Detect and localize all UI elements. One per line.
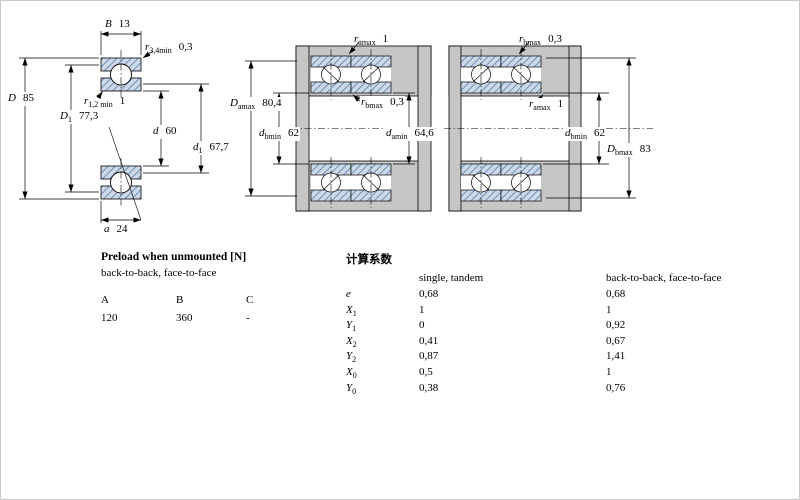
dimension-lines	[19, 31, 209, 223]
factor-value-paired: 1,41	[606, 350, 626, 363]
factor-value-single: 0	[419, 319, 425, 332]
factors-table-title: 计算系数	[346, 254, 392, 266]
factor-value-paired: 0,92	[606, 319, 626, 332]
bearing-rings	[100, 57, 142, 200]
factor-symbol: Y0	[346, 381, 357, 396]
preload-header: C	[246, 294, 254, 306]
factor-value-paired: 0,67	[606, 334, 626, 347]
factor-symbol: e	[346, 288, 351, 300]
factor-value-single: 0,5	[419, 365, 433, 378]
contact-angle-line	[108, 126, 142, 221]
factor-value-single: 0,38	[419, 381, 439, 394]
factor-symbol: Y1	[346, 319, 357, 334]
preload-value: 360	[176, 311, 193, 324]
factor-symbol: X0	[346, 365, 357, 381]
factor-symbol: X1	[346, 303, 357, 318]
mounted-pair-drawing-1	[245, 41, 436, 212]
factor-symbol: Y2	[346, 350, 357, 365]
calculation-factors-table: e 0,68 0,68 X1 1 1 Y1 0 0,92 X2 0,41 0,6…	[346, 288, 776, 397]
factor-value-single: 0,68	[419, 288, 439, 300]
factors-col-header-paired: back-to-back, face-to-face	[606, 272, 722, 284]
factor-value-single: 0,41	[419, 334, 439, 347]
single-bearing-cross-section-drawing	[19, 31, 209, 223]
factor-symbol: X2	[346, 334, 357, 349]
preload-value: -	[246, 311, 250, 324]
preload-table-title: Preload when unmounted [N]	[101, 251, 247, 263]
factors-col-header-single: single, tandem	[419, 272, 484, 284]
factor-value-paired: 1	[606, 303, 612, 316]
contact-angle-marks	[472, 66, 530, 191]
centerlines	[291, 49, 436, 208]
centerlines	[444, 49, 653, 208]
preload-header: B	[176, 294, 184, 306]
bearing-pair	[460, 55, 542, 202]
mounted-pair-drawing-2	[444, 41, 653, 212]
factor-value-paired: 1	[606, 365, 612, 378]
factor-value-paired: 0,76	[606, 381, 626, 394]
factor-value-single: 0,87	[419, 350, 439, 363]
contact-angle-marks	[322, 66, 380, 191]
factor-value-single: 1	[419, 303, 425, 316]
preload-value: 120	[101, 311, 118, 324]
factor-value-paired: 0,68	[606, 288, 626, 300]
preload-header: A	[101, 294, 109, 306]
preload-table: A B C 120 360 -	[101, 294, 326, 329]
preload-table-subtitle: back-to-back, face-to-face	[101, 267, 217, 279]
